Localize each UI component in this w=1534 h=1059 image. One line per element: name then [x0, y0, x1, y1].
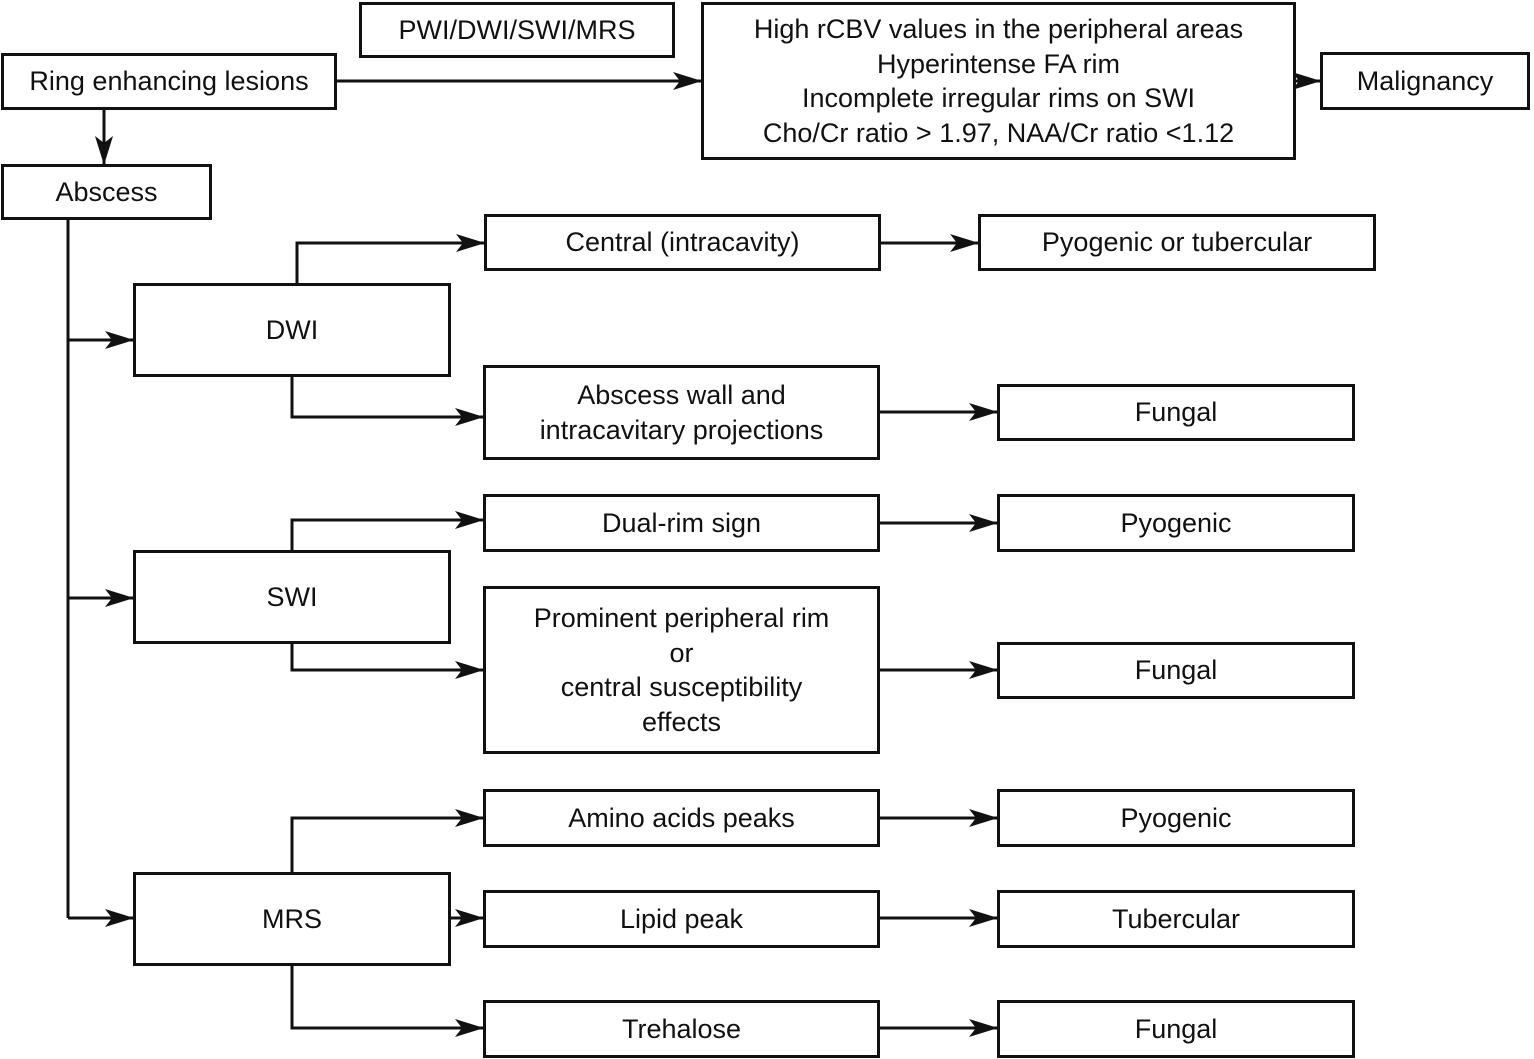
node-text-line: Fungal — [1134, 655, 1218, 686]
node-text-line: DWI — [265, 314, 319, 345]
arrow-dwi-to-wall — [290, 376, 484, 426]
arrow-dwi-to-central — [295, 234, 485, 283]
swi-peripheral-result-box: Fungal — [997, 642, 1355, 699]
mrs-lipid-box: Lipid peak — [483, 890, 880, 948]
swi-dual-rim-result-box: Pyogenic — [997, 494, 1355, 552]
node-text-line: SWI — [266, 581, 318, 612]
malignancy-criteria-box: High rCBV values in the peripheral areas… — [701, 2, 1296, 160]
mrs-trehalose-box: Trehalose — [483, 1000, 880, 1058]
node-text-line: Pyogenic — [1120, 507, 1232, 538]
abscess-box: Abscess — [1, 164, 212, 220]
node-text-line: Pyogenic — [1120, 802, 1232, 833]
node-text-line: Abscess — [55, 176, 158, 207]
mrs-amino-result-box: Pyogenic — [997, 789, 1355, 847]
node-text-line: Malignancy — [1356, 65, 1494, 96]
node-text-line: intracavitary projections — [539, 414, 824, 445]
dwi-central-box: Central (intracavity) — [484, 214, 881, 271]
node-text-line: MRS — [262, 903, 322, 934]
node-text-line: Fungal — [1134, 1013, 1218, 1044]
dwi-box: DWI — [133, 283, 451, 377]
node-text-line: Abscess wall and — [577, 380, 786, 410]
swi-box: SWI — [133, 550, 451, 644]
node-text-line: Incomplete irregular rims on SWI — [801, 83, 1196, 113]
arrow-mrs-to-trehalose — [290, 965, 484, 1037]
mrs-trehalose-result-box: Fungal — [997, 1000, 1355, 1058]
mrs-amino-box: Amino acids peaks — [483, 789, 880, 847]
node-text-line: Central (intracavity) — [565, 227, 800, 258]
arrow-mrs-to-amino — [290, 809, 484, 872]
node-text-line: or — [669, 637, 694, 668]
node-text-line: Hyperintense FA rim — [876, 48, 1121, 79]
dwi-wall-box: Abscess wall and intracavitary projection… — [483, 365, 880, 460]
node-text-line: Amino acids peaks — [568, 802, 795, 833]
node-text-line: Tubercular — [1111, 903, 1241, 934]
node-text-line: Dual-rim sign — [601, 507, 762, 538]
techniques-box: PWI/DWI/SWI/MRS — [359, 2, 675, 58]
node-text-line: Trehalose — [621, 1013, 742, 1044]
node-text-line: Prominent peripheral rim — [533, 603, 830, 633]
dwi-wall-result-box: Fungal — [997, 384, 1355, 441]
node-text-line: Lipid peak — [619, 903, 744, 934]
node-text-line: High rCBV values in the peripheral areas — [753, 14, 1244, 44]
node-text-line: Pyogenic or tubercular — [1041, 227, 1313, 258]
node-text-line: PWI/DWI/SWI/MRS — [398, 14, 636, 45]
node-text-line: central susceptibility — [560, 672, 803, 702]
node-text-line: effects — [641, 706, 722, 737]
swi-dual-rim-box: Dual-rim sign — [483, 494, 880, 552]
ring-enhancing-lesions-box: Ring enhancing lesions — [1, 53, 337, 110]
arrow-swi-to-peripheral — [290, 643, 484, 679]
dwi-central-result-box: Pyogenic or tubercular — [978, 214, 1376, 271]
mrs-box: MRS — [133, 872, 451, 966]
node-text-line: Ring enhancing lesions — [29, 66, 309, 97]
arrow-swi-to-dual-rim — [290, 511, 484, 550]
node-text-line: Cho/Cr ratio > 1.97, NAA/Cr ratio <1.12 — [762, 117, 1235, 148]
malignancy-box: Malignancy — [1320, 52, 1530, 110]
node-text-line: Fungal — [1134, 397, 1218, 428]
swi-peripheral-box: Prominent peripheral rim or central suscep… — [483, 586, 880, 754]
mrs-lipid-result-box: Tubercular — [997, 890, 1355, 948]
